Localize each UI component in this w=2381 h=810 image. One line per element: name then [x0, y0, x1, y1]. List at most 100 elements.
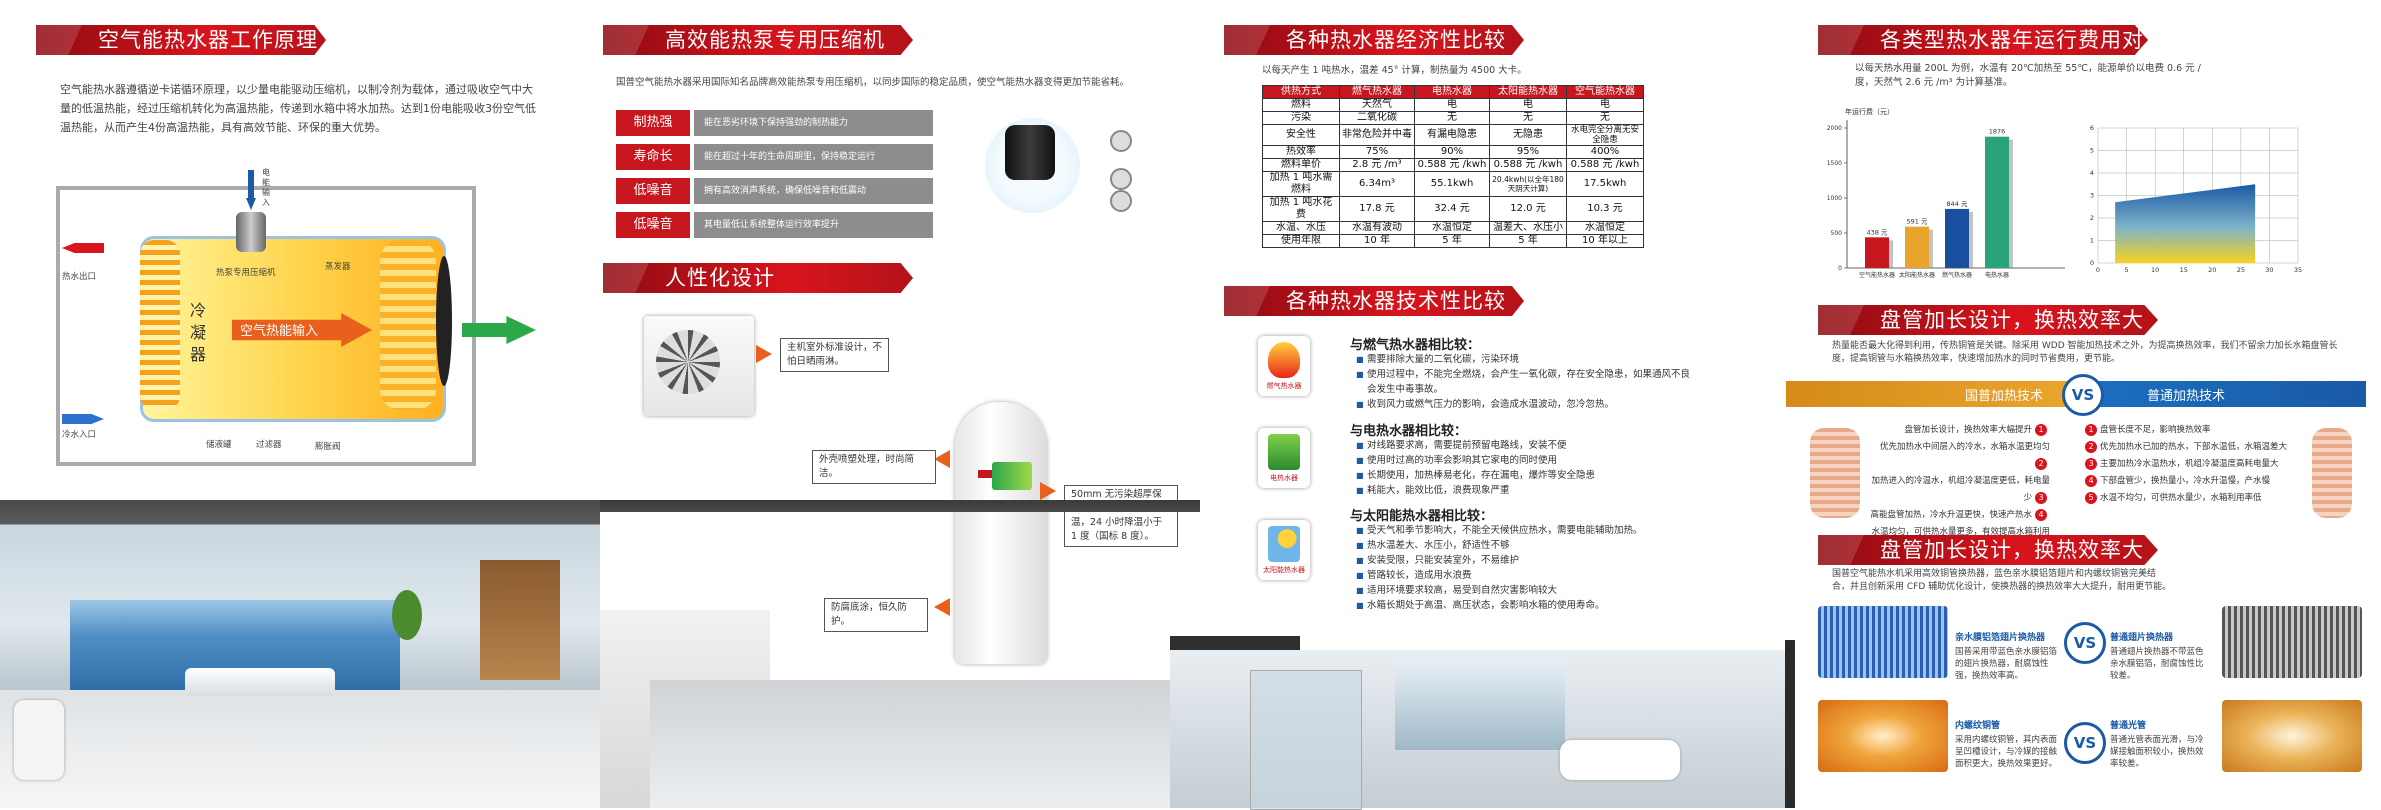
point-number-icon: 2	[2085, 441, 2097, 453]
point-text: 水温不均匀，可供热水量少，水箱利用率低	[2100, 493, 2262, 503]
category-label: 电热水器	[1985, 271, 2009, 279]
electric-heater-icon: 电热水器	[1258, 428, 1310, 488]
table-cell: 5 年	[1414, 234, 1490, 248]
panel3-title-banner: 各种热水器经济性比较	[1224, 25, 1524, 55]
point-text: 盘管加长设计，换热效率大幅提升	[1904, 425, 2032, 435]
x-tick-label: 35	[2294, 266, 2302, 274]
room-structure	[600, 500, 1200, 620]
table-cell: 20.4kwh(以全年180天阴天计算)	[1489, 171, 1567, 197]
callout-arrow	[756, 345, 772, 363]
feature-value: 其电量低让系统整体运行效率提升	[694, 212, 933, 238]
panel4-intro: 以每天热水用量 200L 为例，水温有 20℃加热至 55℃，能源单价以电费 0…	[1855, 63, 2201, 88]
floor	[0, 690, 620, 808]
table-cell: 加热 1 吨水花费	[1262, 196, 1340, 222]
left-tech-label: 国普加热技术	[1965, 389, 2044, 404]
pipe-intro-2: 国普空气能热水机采用高效铜管换热器，蓝色亲水膜铝箔翅片和内螺纹铜管完美结合，并且…	[1832, 569, 2172, 592]
long-coil-image	[1810, 428, 1860, 518]
point-number-icon: 2	[2035, 458, 2047, 470]
compressor-body	[1005, 125, 1055, 180]
list-item: 长期使用，加热棒易老化，存在漏电，爆炸等安全隐患	[1356, 468, 1697, 483]
table-header: 燃气热水器	[1339, 85, 1415, 99]
bar-value-label: 591 元	[1907, 218, 1928, 226]
table-cell: 无隐患	[1489, 124, 1567, 146]
category-label: 燃气热水器	[1942, 271, 1972, 279]
table-header: 供热方式	[1262, 85, 1340, 99]
bathtub-right	[1560, 740, 1680, 780]
table-cell: 有漏电隐患	[1414, 124, 1490, 146]
bar-shadow	[1969, 211, 1973, 268]
compare-electric-list: 对线路要求高，需要提前预留电路线，安装不便 使用时过高的功率会影响其它家电的同时…	[1355, 438, 1697, 498]
solar-icon-label: 太阳能热水器	[1263, 566, 1305, 574]
fan-icon	[436, 256, 452, 386]
gas-icon-label: 燃气热水器	[1266, 382, 1302, 390]
x-tick-label: 5	[2125, 266, 2129, 274]
point-number-icon: 1	[2085, 424, 2097, 436]
bar-shadow	[2009, 139, 2013, 268]
callout-arrow	[1040, 482, 1056, 500]
y-tick-label: 5	[2090, 147, 2094, 155]
table-cell: 电	[1414, 98, 1490, 112]
y-tick-label: 1000	[1827, 195, 1842, 202]
table-cell: 水温恒定	[1414, 221, 1490, 235]
vs-badge: VS	[2064, 622, 2106, 664]
table-row: 燃料天然气电电电	[1262, 98, 1644, 112]
y-tick-label: 6	[2090, 124, 2094, 132]
coil-card-title: 亲水膜铝箔翅片换热器	[1955, 633, 2046, 643]
table-cell: 无	[1566, 111, 1644, 125]
bar	[1905, 226, 1929, 268]
table-cell: 55.1kwh	[1414, 171, 1490, 197]
point-text: 优先加热水中间层入的冷水，水箱水温更均匀	[1879, 442, 2050, 452]
table-cell: 0.588 元 /kwh	[1566, 158, 1644, 172]
vs-badge: VS	[2062, 374, 2104, 416]
outdoor-fan-icon	[656, 330, 720, 394]
cabinet	[480, 560, 560, 680]
evaporator-label: 蒸发器	[325, 262, 351, 272]
table-cell: 非常危险并中毒	[1339, 124, 1415, 146]
table-cell: 温差大、水压小	[1489, 221, 1567, 235]
point-number-icon: 4	[2035, 509, 2047, 521]
right-coil	[380, 240, 436, 410]
bar-value-label: 844 元	[1947, 200, 1968, 208]
point-number-icon: 3	[2085, 458, 2097, 470]
table-cell: 水温恒定	[1566, 221, 1644, 235]
compressor-icon	[236, 212, 266, 252]
x-tick-label: 20	[2208, 266, 2216, 274]
fin-exchanger-image	[1818, 606, 1948, 678]
expansion-label: 膨胀阀	[315, 442, 341, 452]
panel4-pipe-banner-2: 盘管加长设计，换热效率大幅提升	[1818, 535, 2158, 565]
table-header-row: 供热方式 燃气热水器 电热水器 太阳能热水器 空气能热水器	[1262, 85, 1644, 99]
feature-key: 低噪音	[616, 212, 690, 238]
x-tick-label: 10	[2151, 266, 2159, 274]
panel3-title: 各种热水器经济性比较	[1286, 28, 1506, 52]
table-cell: 安全性	[1262, 124, 1340, 146]
panel3-tech-banner: 各种热水器技术性比较	[1224, 286, 1524, 316]
table-cell: 二氧化碳	[1339, 111, 1415, 125]
list-item: 热水温差大、水压小，舒适性不够	[1356, 538, 1697, 553]
y-tick-label: 1	[2090, 237, 2094, 245]
point-number-icon: 3	[2035, 492, 2047, 504]
table-cell: 17.5kwh	[1566, 171, 1644, 197]
table-cell: 17.8 元	[1339, 196, 1415, 222]
bar-value-label: 1876	[1989, 128, 2006, 136]
point-text: 盘管长度不足，影响换热效率	[2100, 425, 2211, 435]
inner-groove-tube-image	[1818, 700, 1948, 772]
panel2-intro: 国普空气能热水器采用国际知名品牌高效能热泵专用压缩机，以同步国际的稳定品质，使空…	[616, 77, 1130, 88]
panel1-title: 空气能热水器工作原理	[98, 28, 318, 52]
list-item: 使用过程中，不能完全燃烧，会产生一氧化碳，存在安全隐患，如果通风不良会发生中毒事…	[1356, 367, 1697, 397]
compare-solar-title: 与太阳能热水器相比较：	[1350, 509, 1494, 524]
y-tick-label: 2000	[1827, 125, 1842, 132]
hot-out-arrow	[62, 243, 104, 253]
feature-row: 低噪音 其电量低让系统整体运行效率提升	[616, 212, 933, 238]
feature-value: 能在超过十年的生命周期里，保持稳定运行	[694, 144, 933, 170]
panel3-intro: 以每天产生 1 吨热水，温差 45° 计算，制热量为 4500 大卡。	[1262, 65, 1527, 76]
table-row: 污染二氧化碳无无无	[1262, 111, 1644, 125]
